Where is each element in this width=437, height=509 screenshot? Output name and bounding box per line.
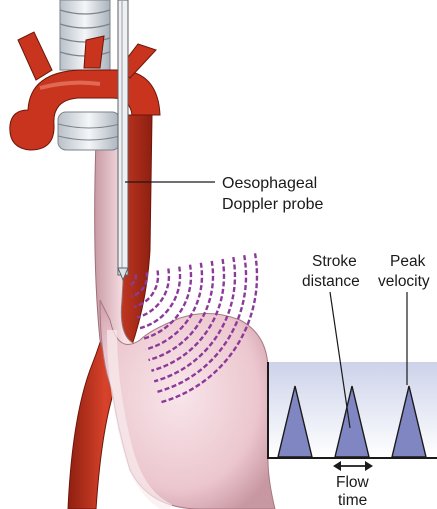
stroke-label-line1: Stroke [312,253,357,270]
wave-arc [128,274,138,287]
wave-arc [151,258,226,372]
wave-arc [156,254,248,394]
wave-arc [133,270,160,309]
wave-arc [131,272,149,298]
probe-label-line1: Oesophageal [222,175,317,192]
waveform-peak [334,385,370,458]
wave-arc [148,260,215,362]
trachea-rings [57,111,121,151]
peak-label-line2: velocity [378,273,430,290]
waveform-peaks [277,385,427,458]
stroke-leader-line [329,291,351,429]
waveform-peak [277,385,313,458]
wave-arc [145,262,204,351]
peak-label-line1: Peak [390,253,426,270]
wave-arc [139,266,182,330]
ultrasound-waves [128,253,259,404]
doppler-waveform [267,362,437,459]
waveform-peak [391,385,427,458]
probe-label-line2: Doppler probe [222,196,324,213]
double-arrow-icon [333,461,373,471]
wave-arc [136,268,171,319]
stroke-label-line2: distance [302,273,360,290]
wave-arc [142,264,193,340]
wave-arc [159,253,259,404]
doppler-probe[interactable] [117,0,129,282]
flow-label-line2: time [338,492,367,509]
flow-label-line1: Flow [336,474,370,491]
